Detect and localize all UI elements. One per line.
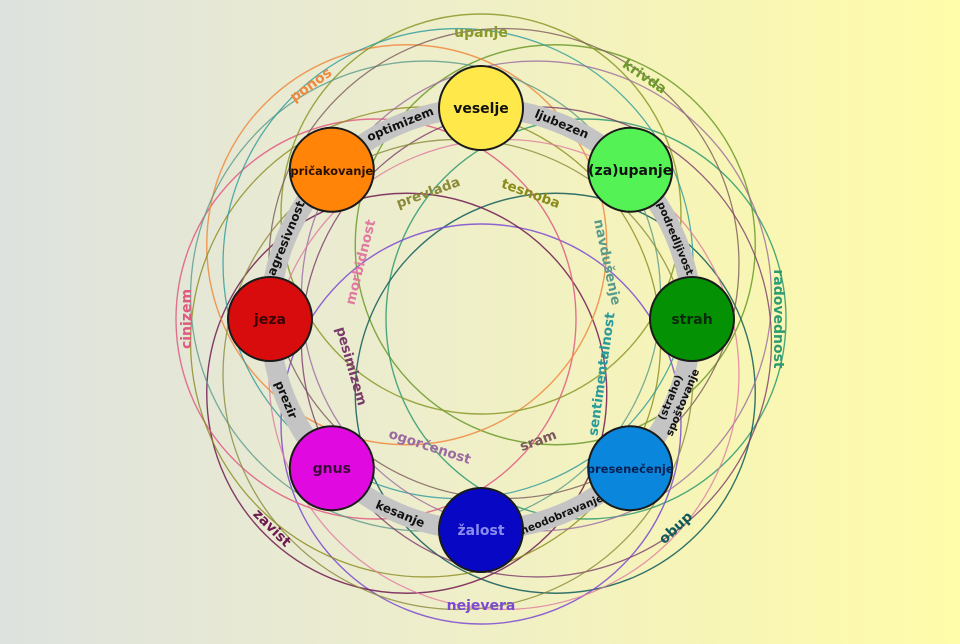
secondary-dyad-label: cinizem	[179, 289, 195, 349]
emotion-node-strah: strah	[649, 276, 735, 362]
emotion-node-label: (za)upanje	[588, 163, 672, 179]
secondary-dyad-arc	[280, 13, 682, 415]
emotion-node-zalost: žalost	[438, 487, 524, 573]
tertiary-dyad-labels: tesnoba navdušenje sentimentalnost sram ogor…	[332, 174, 624, 468]
emotion-node-label: žalost	[457, 523, 504, 539]
secondary-dyad-arc	[206, 192, 608, 594]
secondary-dyad-label: radovednost	[770, 269, 786, 369]
secondary-dyad-arc	[354, 44, 756, 446]
tertiary-dyad-label: sentimentalnost	[585, 311, 618, 437]
emotion-node-label: strah	[671, 312, 712, 328]
tertiary-dyad-label: sram	[518, 427, 559, 455]
emotion-node-circle	[587, 425, 674, 512]
tertiary-dyad-label: pesimizem	[332, 325, 370, 408]
emotion-node-gnus: gnus	[288, 425, 375, 512]
tertiary-dyad-label: navdušenje	[590, 218, 624, 307]
secondary-dyad-arc	[385, 118, 787, 520]
tertiary-dyad-label: tesnoba	[499, 176, 562, 212]
emotion-node-presenecenje: presenečenje	[587, 425, 674, 512]
tertiary-dyad-label: ogorčenost	[387, 426, 474, 468]
tertiary-dyad-label: prevlada	[394, 174, 462, 212]
emotion-node-label: presenečenje	[587, 462, 674, 476]
emotion-node-zaupanje: (za)upanje	[587, 126, 674, 213]
emotion-node-circle	[438, 65, 524, 151]
emotion-node-jeza: jeza	[227, 276, 313, 362]
secondary-dyad-arc	[206, 44, 608, 446]
emotion-node-circle	[438, 487, 524, 573]
secondary-dyad-label: zavist	[250, 506, 294, 550]
emotion-node-label: pričakovanje	[290, 164, 373, 178]
emotion-node-circle	[649, 276, 735, 362]
emotion-node-label: jeza	[253, 312, 286, 328]
emotion-node-circle	[288, 126, 375, 213]
tertiary-dyad-label: morbidnost	[343, 217, 380, 306]
emotion-node-circle	[227, 276, 313, 362]
emotion-node-label: gnus	[313, 461, 351, 477]
emotion-node-pricakovanje: pričakovanje	[288, 126, 375, 213]
primary-emotion-nodes: veselje (za)upanje strah presenečenje žalost…	[227, 65, 735, 573]
secondary-dyad-arc	[280, 223, 682, 625]
emotion-node-veselje: veselje	[438, 65, 524, 151]
emotion-node-label: veselje	[453, 101, 509, 117]
secondary-dyad-arc	[175, 118, 577, 520]
emotion-node-circle	[587, 126, 674, 213]
emotion-node-circle	[288, 425, 375, 512]
secondary-dyad-label: upanje	[454, 25, 508, 41]
secondary-dyad-label: nejevera	[447, 598, 516, 614]
secondary-dyad-arc	[354, 192, 756, 594]
